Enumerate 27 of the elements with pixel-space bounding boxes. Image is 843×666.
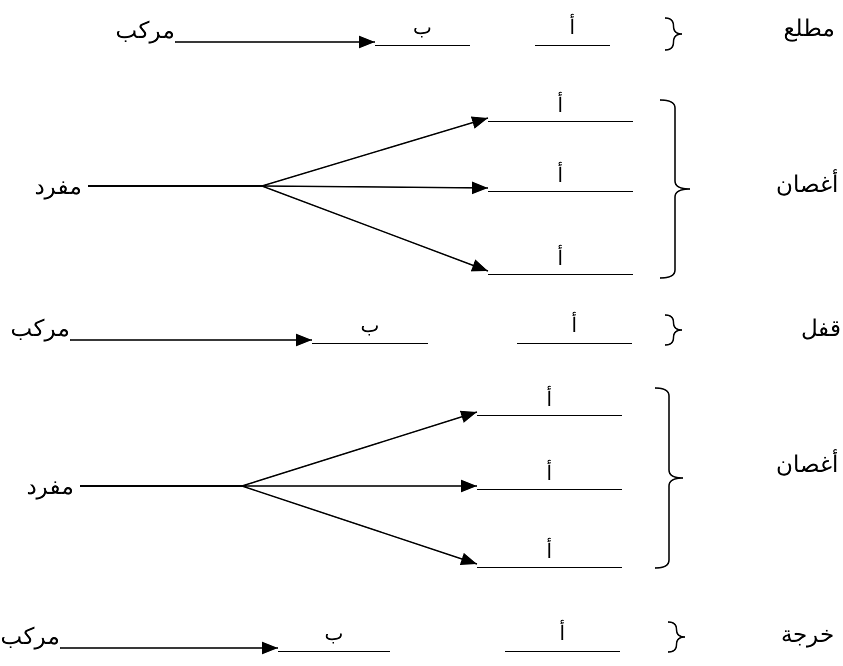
letter-on-line: أ [535, 14, 610, 46]
letter-on-line: ب [278, 620, 390, 652]
term-label: مطلع [782, 14, 836, 44]
letter-on-line: أ [477, 538, 622, 568]
arrow [80, 485, 478, 566]
letter-on-line: ب [312, 312, 428, 344]
term-label: مركب [115, 14, 175, 46]
letter-on-line: أ [517, 312, 632, 344]
letter-on-line: أ [488, 245, 633, 275]
term-label: خرجة [780, 620, 835, 650]
arrow [175, 36, 375, 48]
letter-on-line: ب [375, 14, 470, 46]
arrow [88, 185, 488, 272]
term-label: مفرد [28, 170, 88, 202]
term-label: أغصان [775, 448, 839, 479]
term-label: قفل [805, 314, 841, 343]
letter-on-line: أ [477, 386, 622, 416]
letter-on-line: أ [488, 162, 633, 192]
arrow [60, 642, 278, 654]
term-label: مركب [10, 312, 70, 344]
letter-on-line: أ [505, 620, 620, 652]
letter-on-line: أ [488, 92, 633, 122]
term-label: مفرد [20, 470, 80, 502]
term-label: أغصان [775, 168, 839, 199]
term-label: مركب [0, 620, 60, 652]
arrow [70, 334, 312, 346]
letter-on-line: أ [477, 460, 622, 490]
